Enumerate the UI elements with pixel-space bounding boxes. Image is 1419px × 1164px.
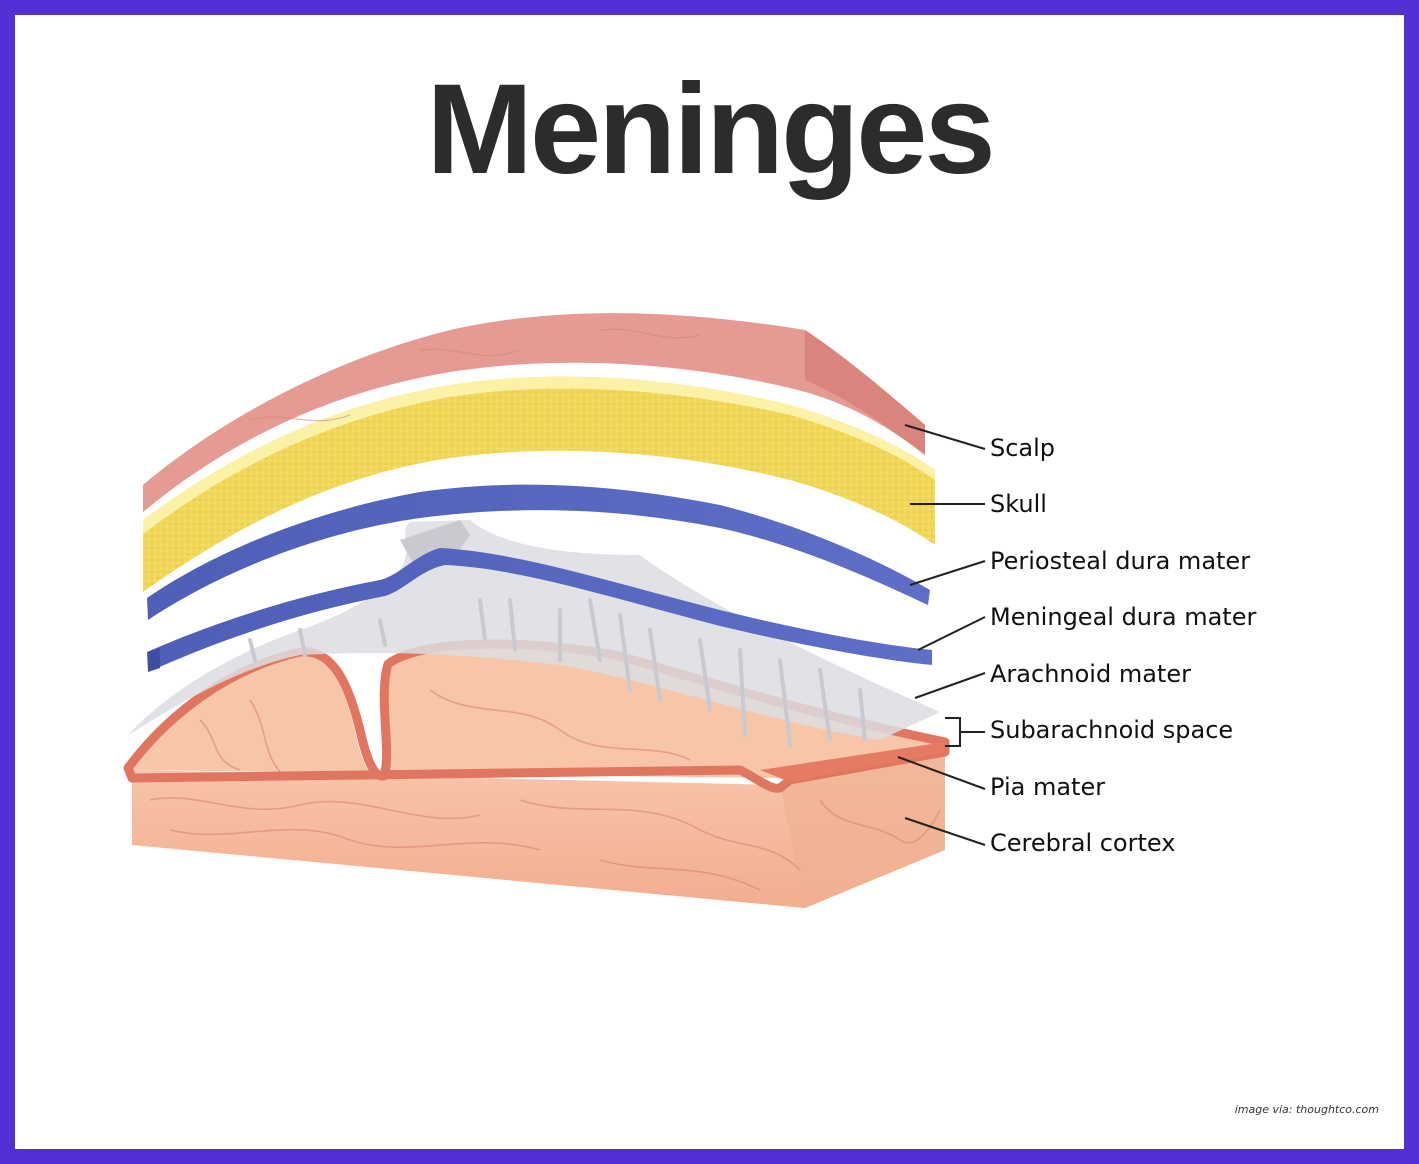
leader-lines xyxy=(897,424,986,846)
page-title: Meninges xyxy=(426,58,995,201)
label-subarachnoid-space: Subarachnoid space xyxy=(990,716,1234,744)
label-meningeal-dura-mater: Meningeal dura mater xyxy=(990,603,1257,631)
cortex-leader xyxy=(904,817,986,846)
scalp-layer xyxy=(143,313,925,512)
label-cerebral-cortex: Cerebral cortex xyxy=(990,829,1176,857)
label-pia-mater: Pia mater xyxy=(990,773,1106,801)
scalp-leader xyxy=(904,424,986,450)
arachnoid-leader xyxy=(914,672,986,699)
image-credit: image via: thoughtco.com xyxy=(1234,1103,1379,1116)
subarachnoid-bracket xyxy=(945,717,985,747)
periosteal-leader xyxy=(909,560,986,586)
label-periosteal-dura-mater: Periosteal dura mater xyxy=(990,547,1251,575)
skull-layer xyxy=(143,376,935,592)
meningeal-dura-mater-layer xyxy=(147,548,932,672)
cerebral-cortex-layer xyxy=(132,648,945,908)
label-arachnoid-mater: Arachnoid mater xyxy=(990,660,1191,688)
pia-leader xyxy=(897,756,986,790)
periosteal-dura-mater-layer xyxy=(147,484,930,620)
label-skull: Skull xyxy=(990,490,1047,518)
label-scalp: Scalp xyxy=(990,434,1056,462)
diagram-frame xyxy=(15,15,1404,1149)
meningeal-leader xyxy=(917,616,986,651)
